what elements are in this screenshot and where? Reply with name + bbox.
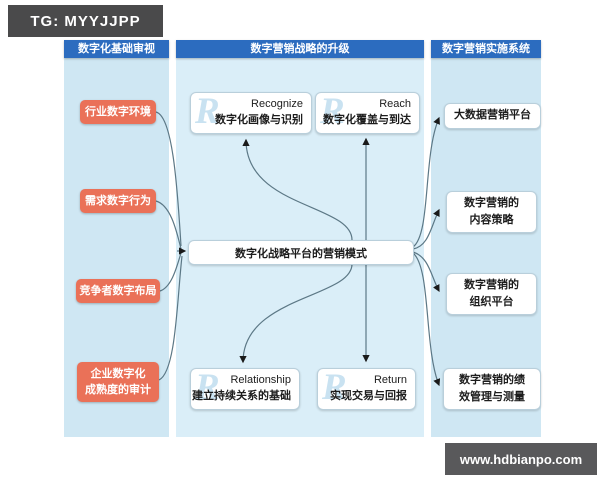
node-label-en: Reach: [379, 98, 411, 110]
tg-watermark-badge: TG: MYYJJPP: [8, 5, 163, 37]
node-label-zh: 实现交易与回报: [330, 390, 407, 403]
node-label-zh: 数字化画像与识别: [215, 114, 303, 127]
site-watermark-badge: www.hdbianpo.com: [445, 443, 597, 475]
tg-watermark-label: TG: MYYJJPP: [30, 12, 141, 30]
column-header-left: 数字化基础审视: [64, 40, 169, 58]
column-header-right: 数字营销实施系统: [431, 40, 541, 58]
node-bigdata-marketing-platform: 大数据营销平台: [444, 103, 541, 129]
node-relationship: R Relationship 建立持续关系的基础: [190, 368, 300, 410]
node-label: 需求数字行为: [85, 194, 151, 207]
node-label-en: Return: [373, 374, 407, 386]
r-watermark-icon: R: [195, 92, 220, 132]
node-label: 行业数字环境: [85, 105, 151, 118]
node-label: 数字营销的: [464, 196, 519, 209]
site-watermark-label: www.hdbianpo.com: [459, 451, 583, 467]
node-organization-platform: 数字营销的 组织平台: [446, 273, 537, 315]
node-reach: R Reach 数字化覆盖与到达: [315, 92, 420, 134]
node-enterprise-maturity-audit: 企业数字化 成熟度的审计: [77, 362, 159, 402]
column-header-middle: 数字营销战略的升级: [176, 40, 424, 58]
node-recognize: R Recognize 数字化画像与识别: [190, 92, 312, 134]
node-industry-digital-environment: 行业数字环境: [80, 100, 156, 124]
node-label-zh: 数字化覆盖与到达: [323, 114, 411, 127]
node-label-en: Recognize: [251, 98, 303, 110]
node-label: 企业数字化: [90, 367, 146, 380]
node-label: 大数据营销平台: [454, 109, 531, 122]
node-label: 竞争者数字布局: [79, 284, 157, 297]
node-performance-management: 数字营销的绩 效管理与测量: [443, 368, 541, 410]
node-label-en: Relationship: [230, 374, 291, 386]
node-label-zh: 建立持续关系的基础: [192, 390, 291, 403]
node-return: R Return 实现交易与回报: [317, 368, 416, 410]
r-watermark-icon: R: [195, 368, 220, 408]
r-watermark-icon: R: [322, 368, 347, 408]
node-label: 数字营销的: [464, 278, 519, 291]
node-competitor-digital-layout: 竞争者数字布局: [76, 279, 160, 303]
r-watermark-icon: R: [320, 92, 345, 132]
node-demand-digital-behavior: 需求数字行为: [80, 189, 156, 213]
node-strategy-platform-marketing-model: 数字化战略平台的营销模式: [188, 240, 414, 265]
node-label: 数字化战略平台的营销模式: [235, 247, 367, 260]
node-label: 数字营销的绩: [459, 373, 525, 386]
node-content-strategy: 数字营销的 内容策略: [446, 191, 537, 233]
